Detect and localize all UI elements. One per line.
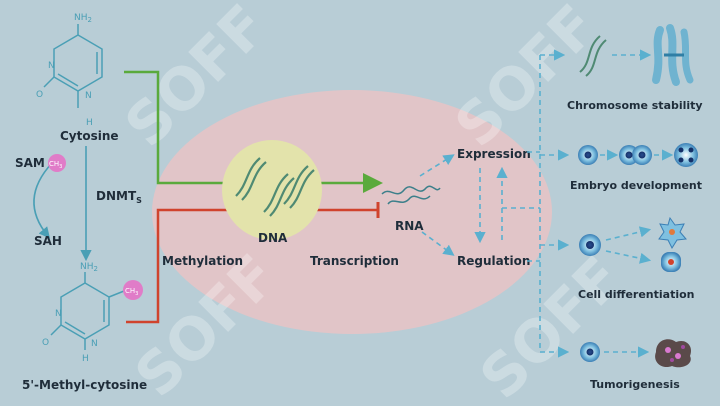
cytosine-molecule: [43, 24, 103, 108]
tumor-cell-icon: [655, 339, 692, 368]
sam-ch3-label: CH3: [49, 160, 62, 170]
methylation-label: Methylation: [162, 254, 243, 268]
methyl-ch3-label: CH3: [125, 287, 138, 297]
methylcytosine-n1-label: N: [91, 339, 98, 349]
differentiation-arrow-down: [605, 250, 652, 264]
cytosine-nh2-label: NH2: [74, 13, 92, 24]
rna-icon: [381, 185, 441, 205]
methyl-ch3-dot: [123, 280, 143, 300]
chromosome-stability-label: Chromosome stability: [567, 99, 703, 112]
sam-ch3-dot: [48, 154, 66, 172]
rna-label: RNA: [395, 219, 424, 233]
stem-cell-nucleus: [586, 241, 594, 249]
regulation-label: Regulation: [457, 254, 530, 268]
differentiation-arrow-up: [605, 226, 652, 241]
round-cell-icon: [661, 252, 681, 272]
sam-to-sah-arrow: [33, 162, 53, 239]
cytosine-n3-label: N: [48, 61, 55, 71]
methylcytosine-h-label: H: [82, 354, 89, 364]
methylcytosine-nh2-label: NH2: [80, 262, 98, 273]
dnmt-label: DNMTS: [96, 189, 142, 205]
normal-cell-nucleus: [586, 348, 594, 356]
star-cell-icon: [658, 216, 687, 250]
embryo-cell-2-icon: [619, 145, 652, 165]
sam-label: SAM: [15, 156, 45, 170]
cytosine-o-label: O: [36, 90, 43, 100]
small-dna-icon: [579, 35, 607, 77]
cytosine-n1-label: N: [85, 91, 92, 101]
methylcytosine-n3-label: N: [55, 309, 62, 319]
methylcytosine-o-label: O: [42, 338, 49, 348]
sah-label: SAH: [34, 234, 62, 248]
embryo-cell-4-icon: [674, 143, 698, 167]
embryo-development-label: Embryo development: [570, 179, 702, 192]
embryo-cell-1-nucleus: [584, 151, 592, 159]
chromosome-icon: [652, 24, 694, 86]
methylcytosine-molecule: [50, 272, 125, 350]
cytosine-h-label: H: [86, 118, 93, 128]
rna-to-expression-arrow: [419, 154, 455, 177]
dna-circle: [222, 140, 322, 240]
dna-helix-icon: [235, 157, 315, 217]
cell-differentiation-label: Cell differentiation: [578, 288, 695, 301]
transcription-label: Transcription: [310, 254, 399, 268]
tumorigenesis-label: Tumorigenesis: [590, 378, 680, 391]
cytosine-label: Cytosine: [60, 129, 119, 143]
expression-label: Expression: [457, 147, 531, 161]
dna-label: DNA: [258, 231, 288, 245]
rna-to-regulation-arrow: [421, 231, 455, 256]
methylcytosine-label: 5'-Methyl-cytosine: [22, 378, 147, 392]
